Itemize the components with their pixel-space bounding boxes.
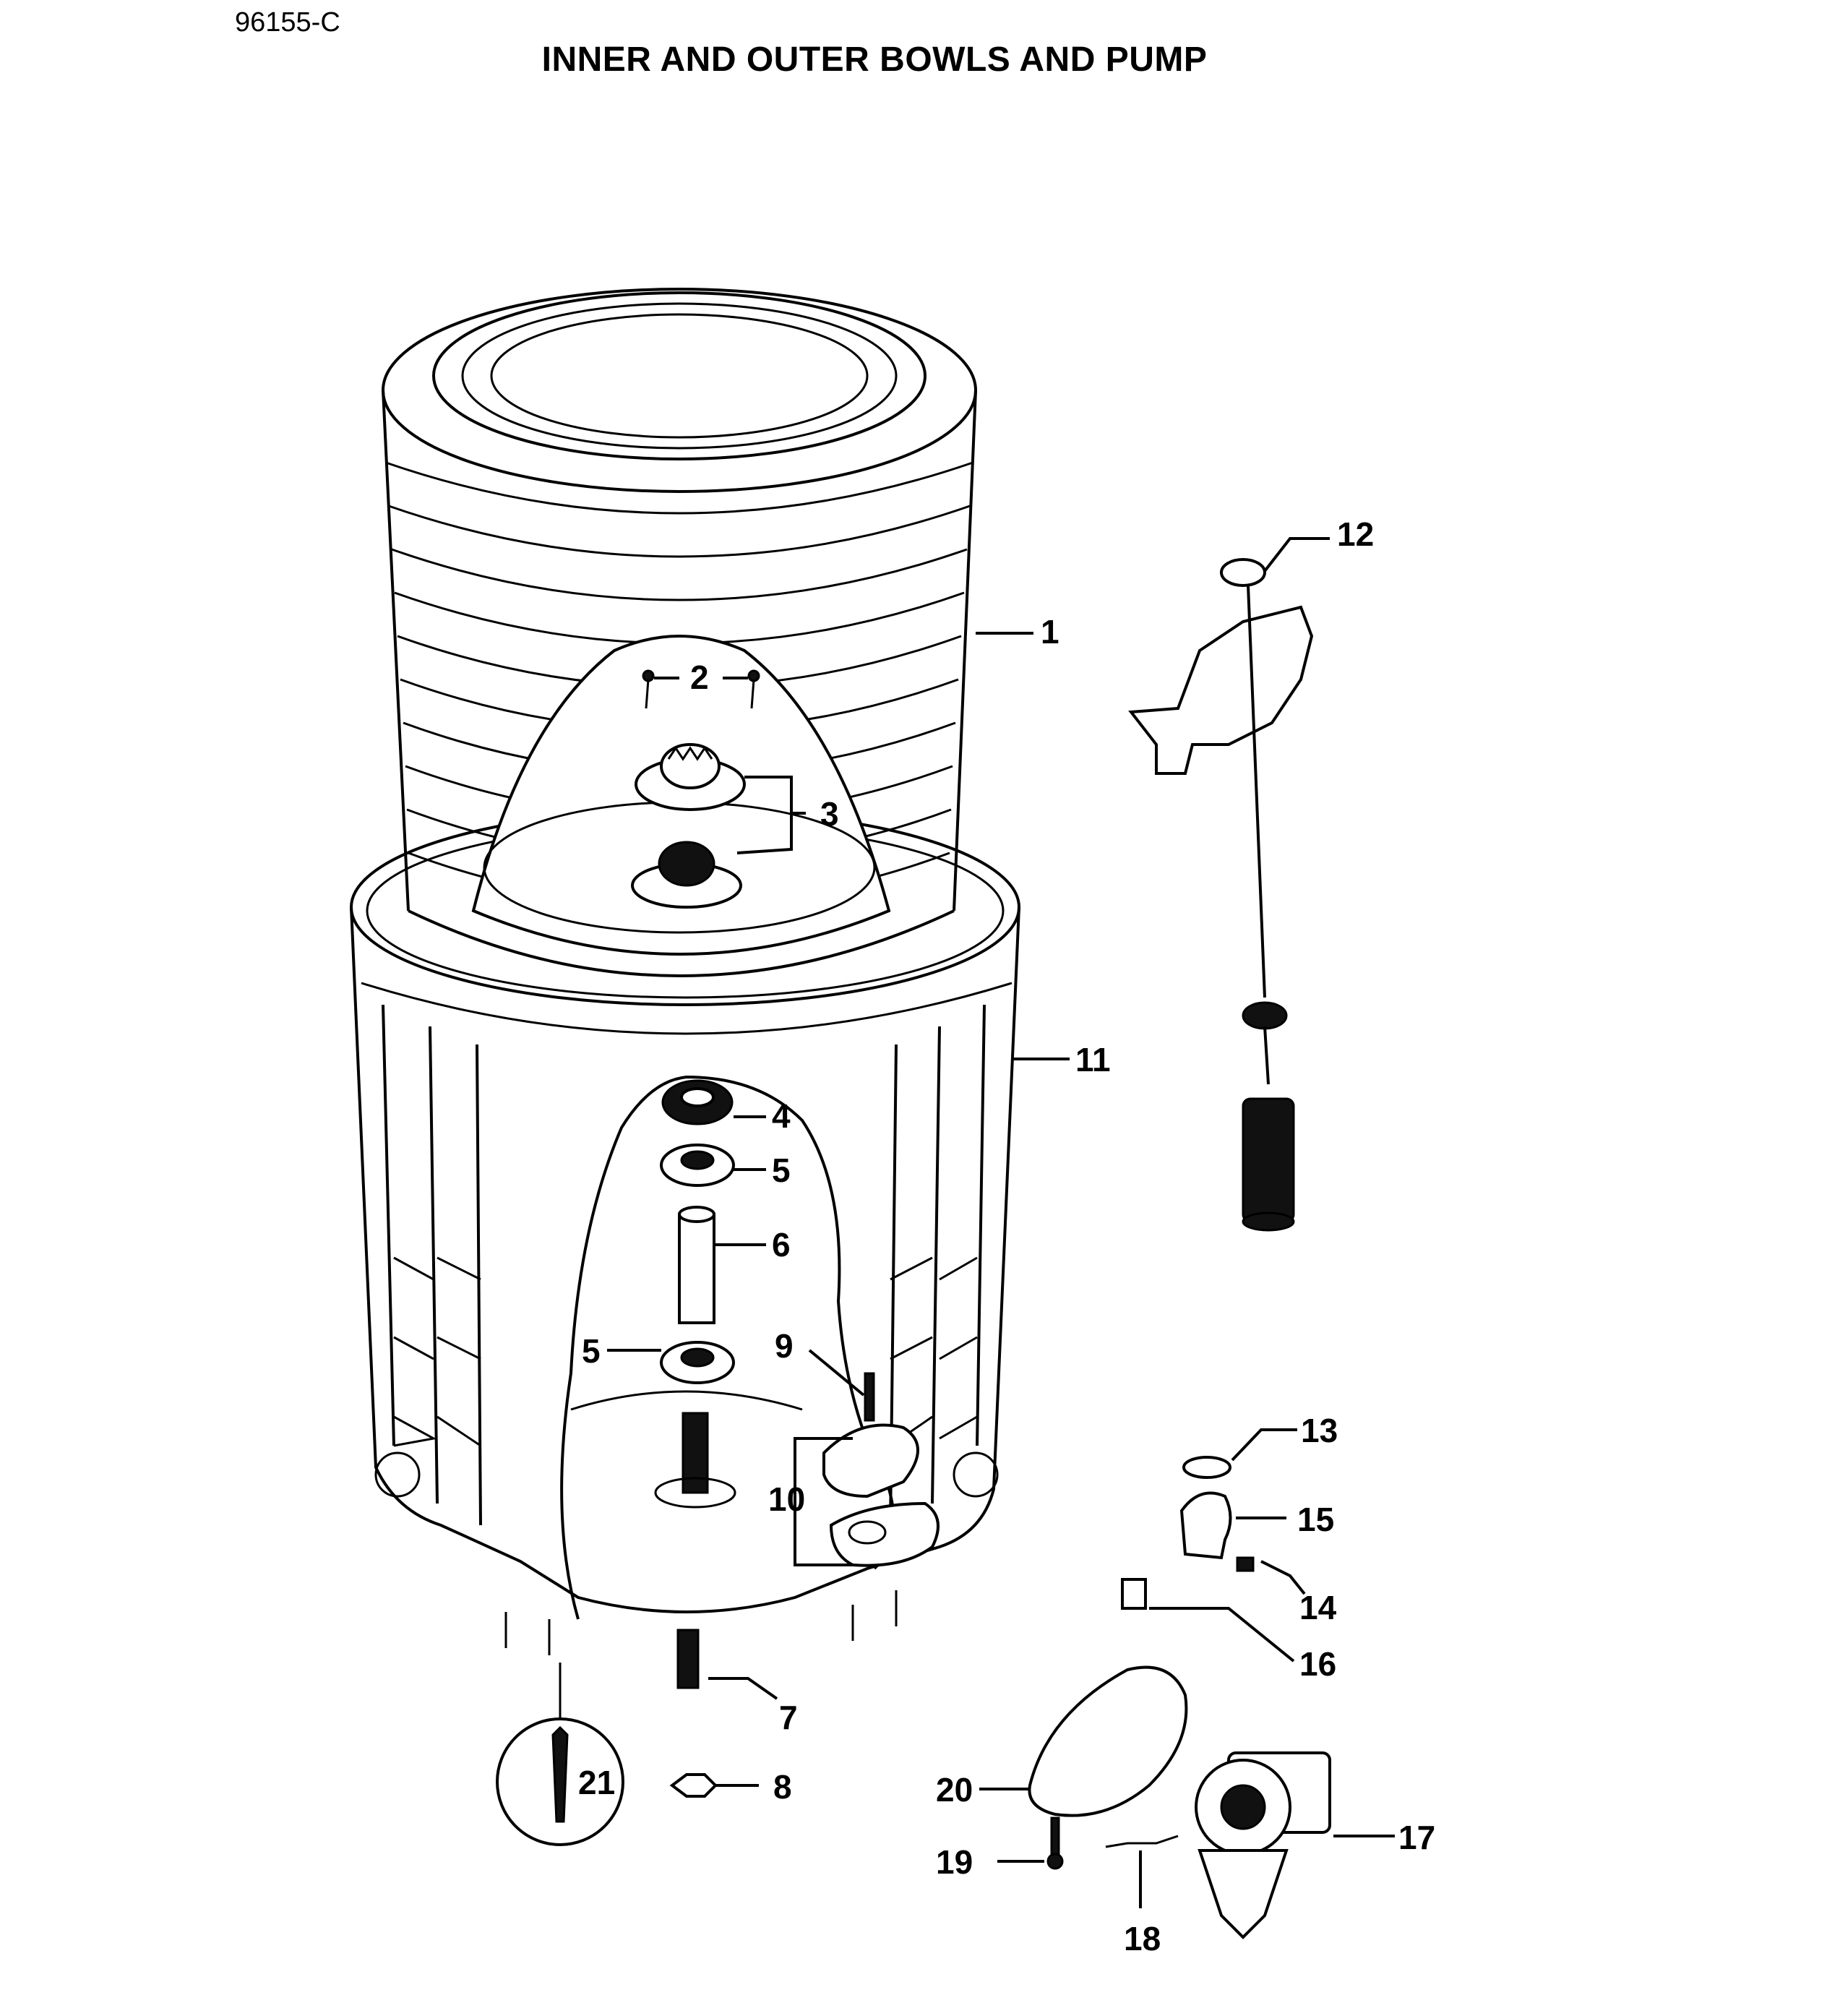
nut-part xyxy=(669,1773,718,1798)
callout-6: 6 xyxy=(772,1226,791,1264)
pump-adapter-part xyxy=(1179,1491,1232,1560)
clip-part-16 xyxy=(1121,1578,1147,1610)
detail-circle-part xyxy=(496,1663,624,1846)
callout-8: 8 xyxy=(773,1768,792,1806)
callout-15: 15 xyxy=(1297,1501,1334,1538)
callout-5b: 5 xyxy=(582,1332,601,1370)
screws-part xyxy=(642,669,760,709)
callout-4: 4 xyxy=(772,1097,791,1135)
callout-20: 20 xyxy=(936,1771,973,1809)
callout-19: 19 xyxy=(936,1843,973,1881)
callout-10: 10 xyxy=(768,1480,805,1518)
callout-7: 7 xyxy=(779,1699,798,1736)
callout-14: 14 xyxy=(1299,1589,1337,1626)
o-ring-part xyxy=(1182,1456,1231,1479)
wire-clip-part xyxy=(1105,1835,1179,1848)
pump-motor-part xyxy=(1195,1751,1331,1939)
callout-17: 17 xyxy=(1398,1819,1435,1856)
leader-lines xyxy=(607,537,1395,1908)
document-id: 96155-C xyxy=(235,7,340,38)
callout-2: 2 xyxy=(690,659,709,696)
pump-gasket-part xyxy=(1028,1665,1188,1817)
callout-12: 12 xyxy=(1337,515,1374,553)
outer-bowl-part xyxy=(350,808,1020,1655)
callout-5a: 5 xyxy=(772,1151,791,1189)
clip-part-14 xyxy=(1236,1556,1255,1572)
screw-part-19 xyxy=(1046,1816,1064,1870)
bearing-stack-parts xyxy=(654,1079,736,1509)
callout-16: 16 xyxy=(1299,1645,1336,1683)
drain-bracket-parts xyxy=(822,1372,940,1567)
callout-13: 13 xyxy=(1301,1412,1338,1449)
callout-21: 21 xyxy=(578,1764,615,1801)
diagram-title: INNER AND OUTER BOWLS AND PUMP xyxy=(541,40,1208,79)
spline-part xyxy=(676,1629,700,1689)
callout-9: 9 xyxy=(775,1327,794,1365)
callout-18: 18 xyxy=(1124,1920,1161,1957)
suspension-rod-part xyxy=(1128,558,1314,1232)
callout-3: 3 xyxy=(820,795,839,833)
hub-part xyxy=(631,743,746,909)
callout-1: 1 xyxy=(1041,613,1059,651)
callout-11: 11 xyxy=(1075,1041,1111,1078)
